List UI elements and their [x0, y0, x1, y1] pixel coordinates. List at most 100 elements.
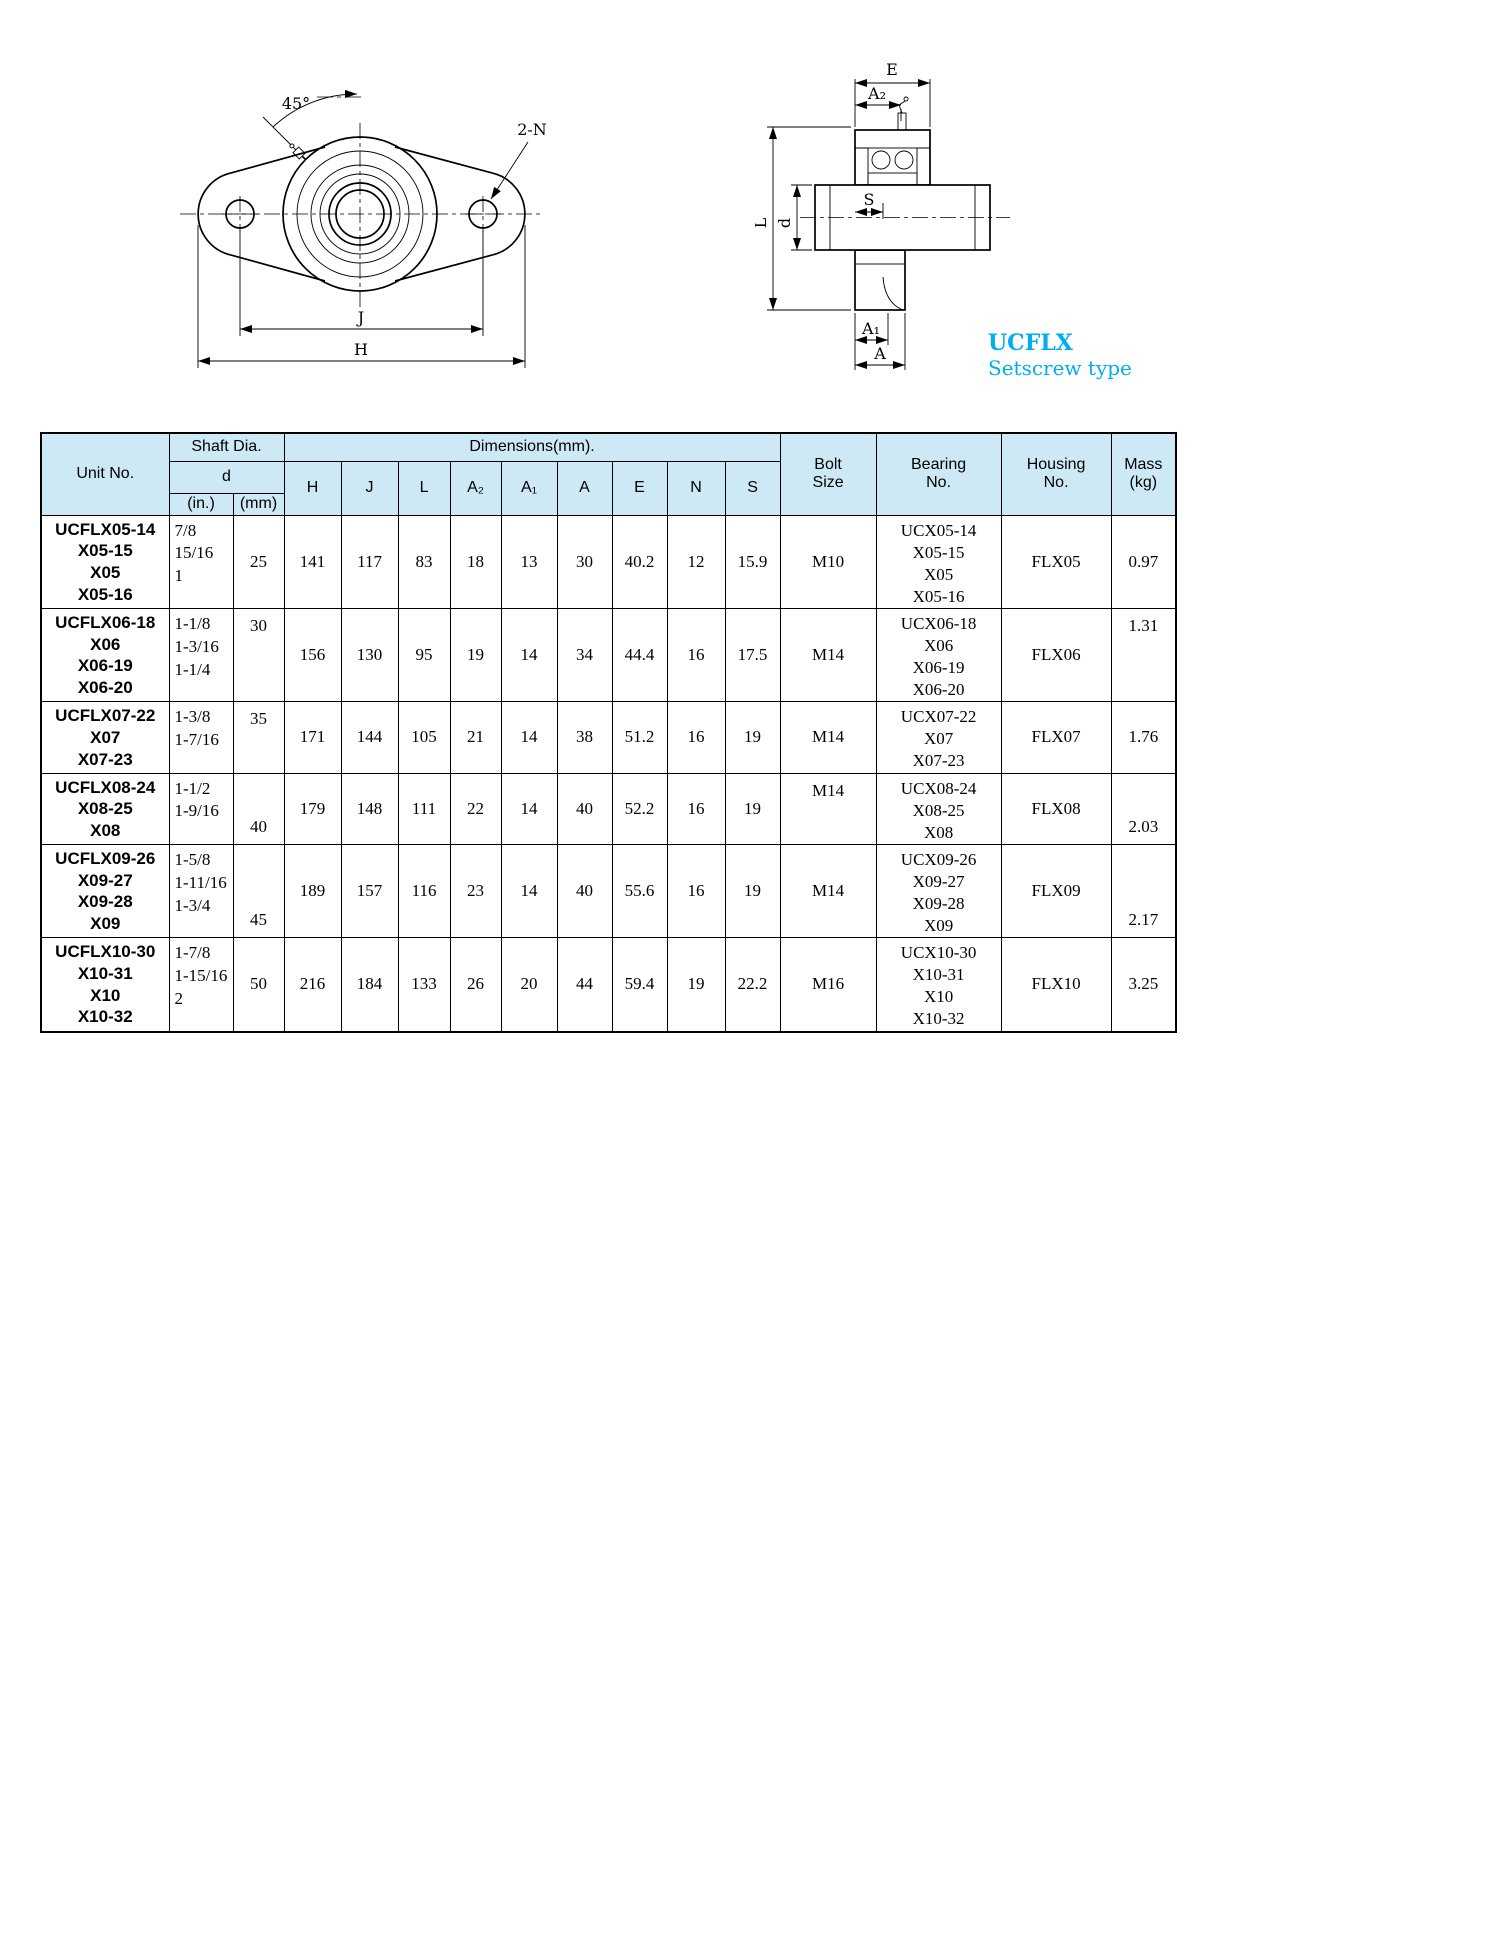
- dim-S-cell: 19: [724, 772, 781, 845]
- col-header-d: d: [168, 460, 285, 494]
- col-header-housing-no: Housing No.: [1000, 432, 1112, 516]
- col-header-mass: Mass (kg): [1110, 432, 1177, 516]
- col-header-H: H: [283, 460, 342, 516]
- shaft-mm-cell: 25: [232, 514, 285, 609]
- dim-a1-label: A₁: [861, 319, 880, 338]
- table-row: UCFLX10-30 X10-31 X10 X10-32 1-7/8 1-15/…: [40, 937, 1177, 1033]
- col-header-mm: (mm): [232, 492, 285, 516]
- col-header-dimensions: Dimensions(mm).: [283, 432, 781, 462]
- bearing-insert-section: [854, 129, 931, 186]
- shaft-mm-cell: 50: [232, 937, 285, 1033]
- shaft-in-cell: 1-3/8 1-7/16: [168, 701, 234, 774]
- dimension-L: L: [755, 126, 851, 311]
- mass-cell: 1.76: [1110, 701, 1177, 774]
- dim-E-cell: 55.6: [611, 843, 668, 939]
- housing-lower-section: [854, 249, 906, 311]
- dim-a2-label: A₂: [867, 84, 886, 103]
- dim-J-cell: 144: [340, 701, 399, 774]
- dim-J-cell: 157: [340, 843, 399, 939]
- dim-L-cell: 133: [397, 937, 451, 1033]
- bolt-size-cell: M14: [779, 607, 877, 703]
- unit-no-cell: UCFLX09-26 X09-27 X09-28 X09: [40, 843, 170, 939]
- col-header-S: S: [724, 460, 781, 516]
- unit-no-cell: UCFLX07-22 X07 X07-23: [40, 701, 170, 774]
- dim-J-cell: 148: [340, 772, 399, 845]
- unit-no-cell: UCFLX08-24 X08-25 X08: [40, 772, 170, 845]
- mass-cell: 2.17: [1110, 843, 1177, 939]
- unit-no-cell: UCFLX10-30 X10-31 X10 X10-32: [40, 937, 170, 1033]
- dim-S-cell: 15.9: [724, 514, 781, 609]
- shaft-mm-cell: 45: [232, 843, 285, 939]
- dim-H-cell: 156: [283, 607, 342, 703]
- bolt-size-cell: M14: [779, 843, 877, 939]
- mass-cell: 2.03: [1110, 772, 1177, 845]
- dimension-H: H: [197, 225, 526, 368]
- dim-A-cell: 34: [556, 607, 613, 703]
- shaft-mm-cell: 30: [232, 607, 285, 703]
- col-header-N: N: [666, 460, 726, 516]
- dim-A1-cell: 14: [500, 772, 558, 845]
- col-header-A2: A₂: [449, 460, 502, 516]
- bearing-no-cell: UCX05-14 X05-15 X05 X05-16: [875, 514, 1002, 609]
- housing-no-cell: FLX05: [1000, 514, 1112, 609]
- housing-no-cell: FLX10: [1000, 937, 1112, 1033]
- dimension-A2: A₂: [855, 84, 902, 121]
- dim-E-cell: 51.2: [611, 701, 668, 774]
- dim-d-label: d: [775, 218, 794, 228]
- dim-L-cell: 95: [397, 607, 451, 703]
- dim-A2-cell: 18: [449, 514, 502, 609]
- unit-no-cell: UCFLX06-18 X06 X06-19 X06-20: [40, 607, 170, 703]
- dim-S-cell: 22.2: [724, 937, 781, 1033]
- dimension-E: E: [854, 60, 931, 127]
- flange-outline: [197, 146, 526, 282]
- dim-N-cell: 16: [666, 701, 726, 774]
- dim-J-cell: 184: [340, 937, 399, 1033]
- series-title: UCFLX: [988, 330, 1074, 356]
- dim-A1-cell: 14: [500, 701, 558, 774]
- dim-H-cell: 179: [283, 772, 342, 845]
- bolt-size-cell: M16: [779, 937, 877, 1033]
- dim-A1-cell: 20: [500, 937, 558, 1033]
- col-header-bolt-size: Bolt Size: [779, 432, 877, 516]
- dim-A-cell: 38: [556, 701, 613, 774]
- shaft-in-cell: 1-1/2 1-9/16: [168, 772, 234, 845]
- angle-annotation: 45°: [262, 89, 363, 146]
- bolt-size-cell: M14: [779, 772, 877, 845]
- dim-J-cell: 117: [340, 514, 399, 609]
- dim-A-cell: 30: [556, 514, 613, 609]
- dim-E-cell: 40.2: [611, 514, 668, 609]
- angle-label: 45°: [282, 94, 310, 113]
- shaft-in-cell: 1-1/8 1-3/16 1-1/4: [168, 607, 234, 703]
- col-header-E: E: [611, 460, 668, 516]
- dim-H-cell: 141: [283, 514, 342, 609]
- unit-no-cell: UCFLX05-14 X05-15 X05 X05-16: [40, 514, 170, 609]
- dim-N-cell: 16: [666, 607, 726, 703]
- dim-L-cell: 116: [397, 843, 451, 939]
- dim-l-label: L: [755, 217, 770, 228]
- dim-E-cell: 52.2: [611, 772, 668, 845]
- col-header-A1: A₁: [500, 460, 558, 516]
- spec-table: Unit No. Shaft Dia. Dimensions(mm). Bolt…: [40, 432, 1178, 1033]
- table-row: UCFLX05-14 X05-15 X05 X05-16 7/8 15/16 1…: [40, 514, 1177, 609]
- col-header-J: J: [340, 460, 399, 516]
- dim-S-cell: 19: [724, 843, 781, 939]
- bolt-size-cell: M14: [779, 701, 877, 774]
- col-header-in: (in.): [168, 492, 234, 516]
- dim-h-label: H: [354, 340, 368, 359]
- dim-A2-cell: 23: [449, 843, 502, 939]
- table-row: UCFLX08-24 X08-25 X08 1-1/2 1-9/16 40 17…: [40, 772, 1177, 845]
- dim-A1-cell: 14: [500, 607, 558, 703]
- dim-N-cell: 16: [666, 843, 726, 939]
- dimension-d: d: [775, 184, 812, 251]
- dimension-A1: A₁: [854, 313, 889, 370]
- dim-S-cell: 17.5: [724, 607, 781, 703]
- bolt-holes: [222, 196, 501, 232]
- shaft-mm-cell: 35: [232, 701, 285, 774]
- dimension-S: S: [855, 190, 884, 219]
- grease-nipple: [897, 96, 909, 131]
- shaft-in-cell: 7/8 15/16 1: [168, 514, 234, 609]
- dim-A-cell: 44: [556, 937, 613, 1033]
- shaft: [800, 184, 1010, 251]
- dim-L-cell: 83: [397, 514, 451, 609]
